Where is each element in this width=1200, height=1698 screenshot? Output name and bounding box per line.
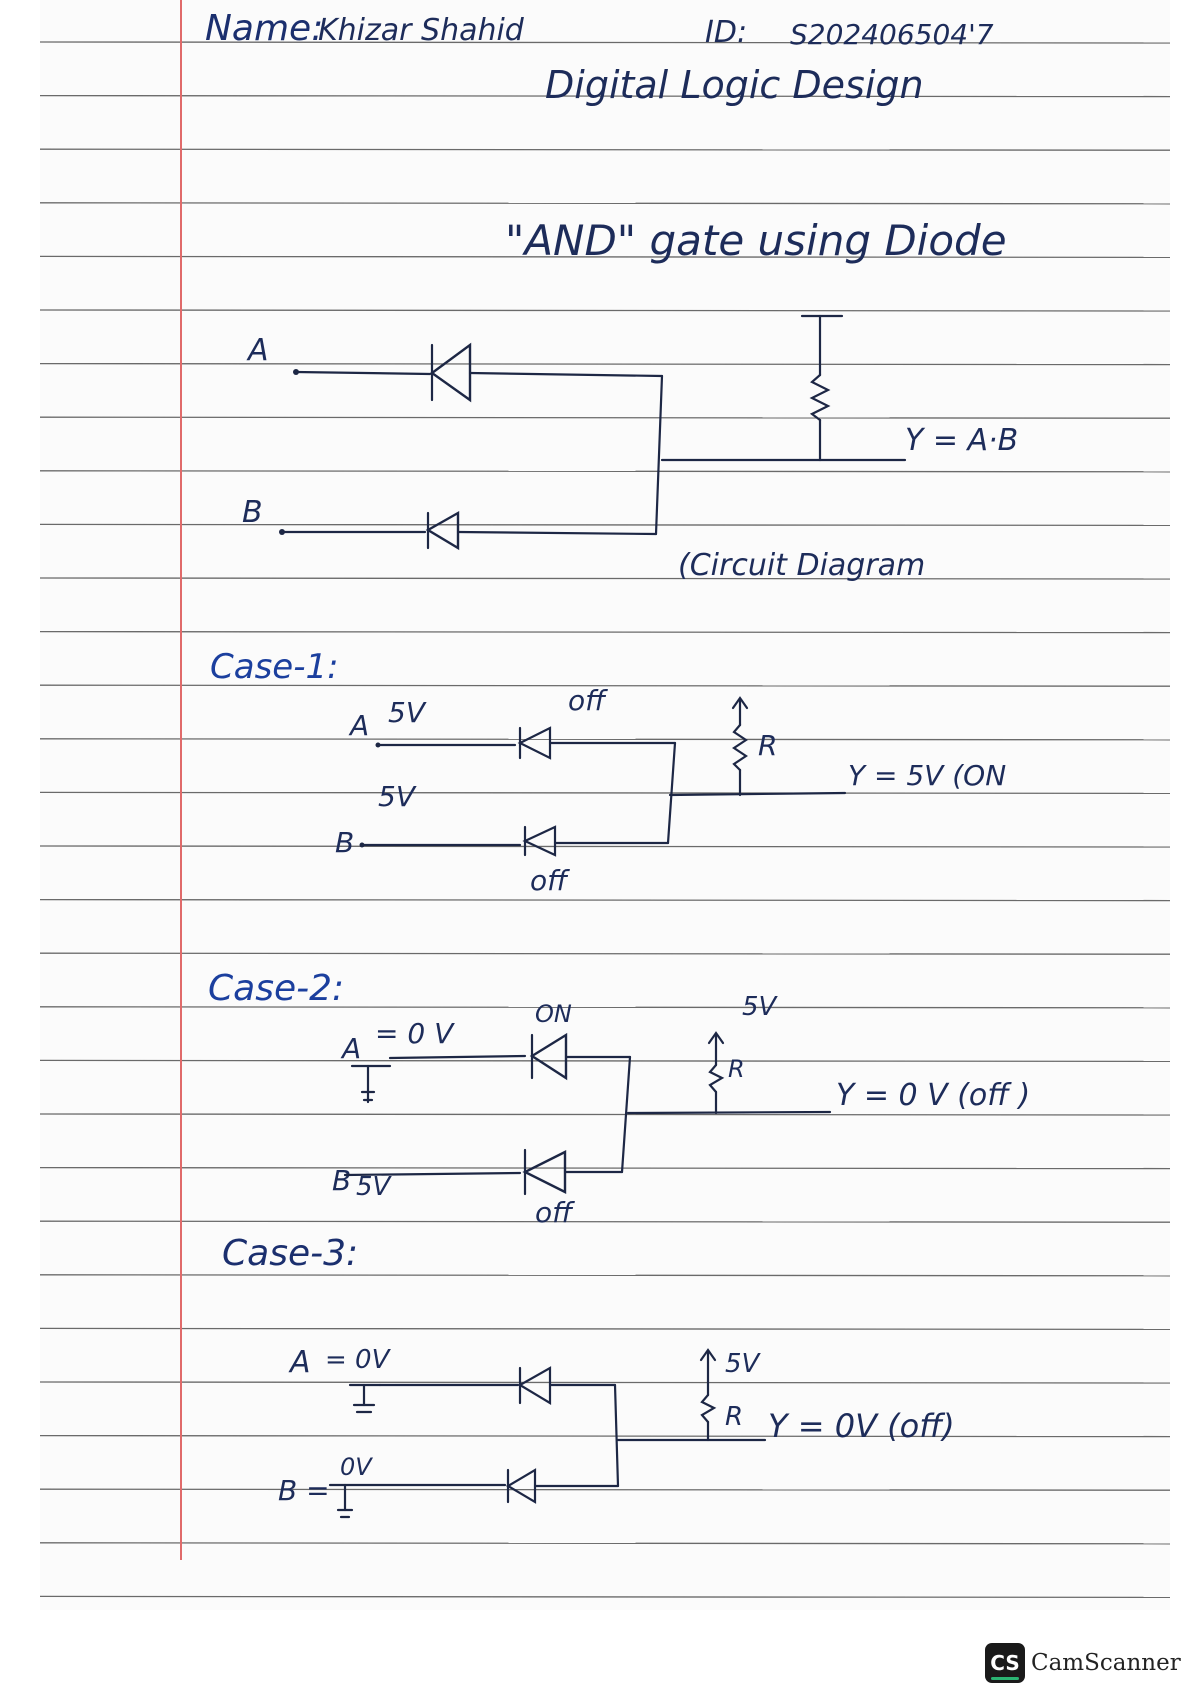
rule-line xyxy=(40,898,1170,902)
rule-line xyxy=(40,791,1170,795)
case1-b-label: B xyxy=(335,826,354,859)
rule-line xyxy=(40,523,1170,527)
rule-line xyxy=(40,94,1170,98)
rule-line xyxy=(40,577,1170,580)
rule-line xyxy=(40,1220,1170,1223)
case1-diode-b-state: off xyxy=(530,864,570,897)
case1-diode-a xyxy=(517,726,552,760)
input-a-label: A xyxy=(246,333,269,368)
rule-line xyxy=(40,1595,1170,1599)
rule-line xyxy=(40,148,1170,151)
case2-heading: Case-2: xyxy=(208,968,344,1009)
case3-resistor xyxy=(700,1393,717,1424)
case1-b-voltage: 5V xyxy=(378,780,417,813)
subject-title: Digital Logic Design xyxy=(545,63,924,107)
case3-ground-a xyxy=(348,1383,382,1414)
rule-line xyxy=(40,362,1170,366)
rule-line xyxy=(40,1542,1170,1545)
rule-line xyxy=(40,1434,1170,1438)
rule-line xyxy=(40,309,1170,312)
rule-line xyxy=(40,1488,1170,1491)
case2-resistor xyxy=(708,1063,725,1094)
case2-output: Y = 0 V (off ) xyxy=(836,1078,1030,1113)
rule-line xyxy=(40,1166,1170,1170)
rule-line xyxy=(40,202,1170,205)
output-label: Y = A·B xyxy=(905,423,1018,458)
input-b-label: B xyxy=(242,495,263,530)
name-label: Name: xyxy=(205,8,323,49)
case2-circuit: A = 0 V ON B 5V off 5V R Y = 0 xyxy=(332,992,1030,1229)
id-label: ID: xyxy=(705,15,747,50)
case3-resistor-label: R xyxy=(725,1402,743,1432)
rule-line xyxy=(40,1274,1170,1277)
case1-resistor-label: R xyxy=(758,729,777,762)
case3-a-label: A xyxy=(288,1345,311,1380)
rule-line xyxy=(40,738,1170,741)
case2-diode-b xyxy=(522,1148,567,1196)
case2-b-voltage: 5V xyxy=(356,1172,393,1202)
rule-line xyxy=(40,255,1170,259)
case1-output: Y = 5V (ON xyxy=(848,759,1006,792)
case1-diode-b xyxy=(522,825,557,857)
rule-line xyxy=(40,684,1170,687)
case3-a-voltage: = 0V xyxy=(325,1345,392,1375)
diode-b-symbol xyxy=(425,510,460,551)
case2-supply: 5V xyxy=(742,992,779,1022)
case2-a-label: A xyxy=(340,1032,361,1065)
rule-line xyxy=(40,630,1170,634)
case3-b-label: B = xyxy=(278,1474,330,1507)
case2-diode-b-state: off xyxy=(535,1196,575,1229)
rule-line xyxy=(40,952,1170,955)
rule-line xyxy=(40,1006,1170,1009)
camscanner-logo: CS CamScanner xyxy=(985,1643,1181,1683)
diode-a-symbol xyxy=(429,342,472,403)
case2-resistor-label: R xyxy=(728,1055,745,1083)
case1-resistor xyxy=(732,723,748,772)
ruled-lines xyxy=(40,0,1170,1599)
notebook-page xyxy=(40,0,1170,1610)
case3-heading: Case-3: xyxy=(222,1233,358,1274)
camscanner-name: CamScanner xyxy=(1031,1650,1181,1676)
page-title: "AND" gate using Diode xyxy=(505,216,1007,265)
rule-line xyxy=(40,1059,1170,1063)
case1-diode-a-state: off xyxy=(568,684,608,717)
case2-b-label: B xyxy=(332,1164,351,1197)
case3-diode-a xyxy=(517,1366,552,1405)
camscanner-mark-icon: CS xyxy=(985,1643,1025,1683)
rule-line xyxy=(40,416,1170,419)
case3-circuit: A = 0V B = 0V 5 xyxy=(278,1345,955,1519)
case3-output: Y = 0V (off) xyxy=(768,1407,955,1445)
case1-a-label: A xyxy=(348,709,369,742)
rule-line xyxy=(40,41,1170,44)
rule-line xyxy=(40,845,1170,848)
case2-ground-symbol xyxy=(350,1064,392,1104)
case2-diode-a-state: ON xyxy=(535,1000,572,1028)
rule-line xyxy=(40,1327,1170,1331)
case3-diode-b xyxy=(505,1468,537,1504)
main-circuit: A B Y = A·B (Circuit Diagram xyxy=(242,314,1018,583)
id-value: S202406504'7 xyxy=(790,18,994,51)
case3-ground-b xyxy=(336,1483,354,1519)
case1-a-voltage: 5V xyxy=(388,696,427,729)
case1-heading: Case-1: xyxy=(210,647,339,687)
case1-circuit: A 5V off 5V B off R Y = 5V (ON xyxy=(335,684,1006,897)
case2-a-voltage: = 0 V xyxy=(375,1017,455,1050)
case3-supply: 5V xyxy=(725,1349,762,1379)
case2-diode-a xyxy=(529,1032,568,1081)
rule-line xyxy=(40,1381,1170,1384)
circuit-caption: (Circuit Diagram xyxy=(678,548,925,583)
resistor-symbol xyxy=(809,373,831,422)
rule-line xyxy=(40,1113,1170,1116)
name-value: Khizar Shahid xyxy=(318,13,525,48)
rule-line xyxy=(40,470,1170,473)
case3-b-voltage: 0V xyxy=(340,1453,373,1481)
